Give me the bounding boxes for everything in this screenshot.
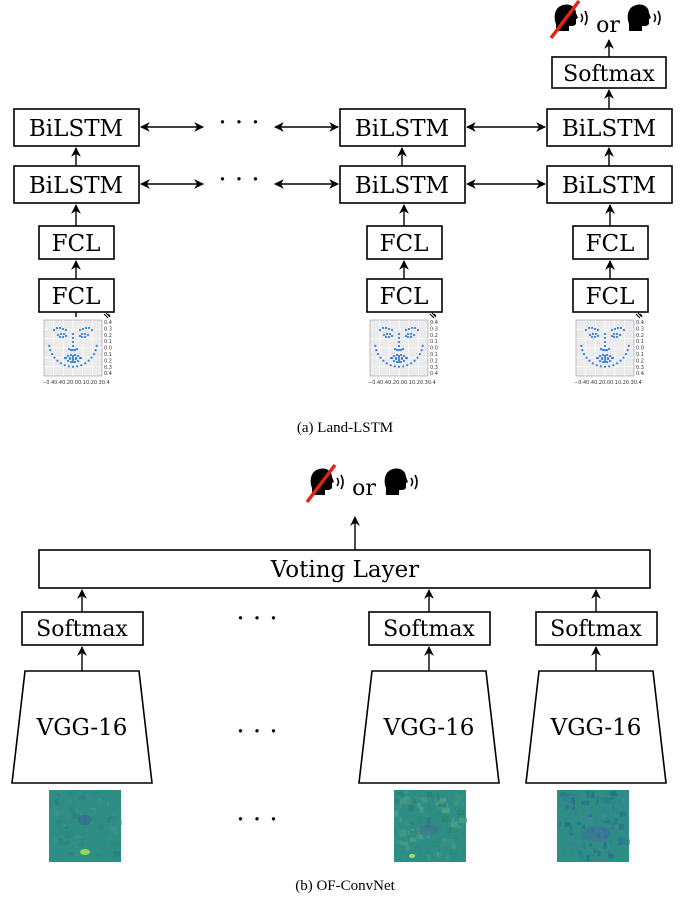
- svg-text:0.3: 0.3: [104, 365, 112, 371]
- svg-text:0.1: 0.1: [430, 352, 438, 358]
- vgg-label: VGG-16: [550, 715, 642, 741]
- silent-head-icon: [305, 463, 344, 504]
- bilstm-links: · · · · · ·: [140, 108, 546, 195]
- vgg-row: VGG-16 VGG-16 VGG-16 · · ·: [11, 670, 667, 784]
- svg-text:0.2: 0.2: [104, 358, 112, 364]
- svg-text:0.1: 0.1: [104, 352, 112, 358]
- of-softmax-label: Softmax: [36, 617, 128, 642]
- landmark-plot: 0.40.30.20.10.00.10.20.30.4−0.40.40.20.0…: [368, 312, 438, 386]
- svg-text:0.2: 0.2: [636, 333, 644, 339]
- bilstm-label: BiLSTM: [562, 173, 656, 199]
- fcl-label: FCL: [380, 231, 429, 257]
- bilstm-label: BiLSTM: [355, 173, 449, 199]
- svg-text:−0.40.40.20.00.10.20.30.4: −0.40.40.20.00.10.20.30.4: [42, 380, 110, 386]
- voting-layer-label: Voting Layer: [270, 557, 419, 583]
- of-convnet-caption: (b) OF-ConvNet: [295, 878, 395, 894]
- of-softmax-label: Softmax: [550, 617, 642, 642]
- svg-text:0.0: 0.0: [636, 346, 644, 352]
- svg-text:0.4: 0.4: [104, 320, 112, 326]
- optical-flow-image: [557, 790, 630, 862]
- svg-text:0.3: 0.3: [430, 365, 438, 371]
- silent-head-icon: [549, 0, 588, 40]
- land-ellipsis: · · ·: [218, 108, 259, 138]
- land-vertical-arrows: [71, 39, 615, 317]
- of-output-group: or: [305, 463, 418, 504]
- vgg-label: VGG-16: [36, 715, 128, 741]
- of-vertical-arrows: [77, 589, 601, 671]
- fcl-label: FCL: [586, 231, 635, 257]
- svg-text:0.4: 0.4: [430, 371, 438, 377]
- vgg-label: VGG-16: [383, 715, 475, 741]
- optical-flow-row: · · ·: [49, 790, 630, 862]
- bilstm-label: BiLSTM: [355, 116, 449, 142]
- land-lstm-diagram: or Softmax BiLSTM BiLSTM BiLSTM BiLSTM B…: [13, 0, 673, 436]
- svg-text:0.0: 0.0: [430, 346, 438, 352]
- land-output-group: or: [549, 0, 661, 40]
- fcl-label: FCL: [52, 231, 101, 257]
- svg-text:0.1: 0.1: [636, 339, 644, 345]
- fcl-label: FCL: [586, 284, 635, 310]
- of-ellipsis: · · ·: [236, 604, 277, 634]
- land-softmax-box: Softmax: [551, 56, 667, 89]
- land-output-or: or: [596, 13, 620, 38]
- bilstm-top-row: BiLSTM BiLSTM BiLSTM: [13, 108, 673, 147]
- bilstm-label: BiLSTM: [562, 116, 656, 142]
- svg-text:0.3: 0.3: [430, 326, 438, 332]
- optical-flow-image: [394, 790, 468, 862]
- fcl-upper-row: FCL FCL FCL: [38, 225, 649, 260]
- svg-text:0.4: 0.4: [430, 320, 438, 326]
- svg-text:0.1: 0.1: [636, 352, 644, 358]
- fcl-lower-row: FCL FCL FCL: [38, 278, 649, 313]
- of-output-or: or: [352, 476, 376, 501]
- svg-text:0.3: 0.3: [636, 365, 644, 371]
- svg-text:0.1: 0.1: [430, 339, 438, 345]
- svg-text:0.3: 0.3: [104, 326, 112, 332]
- svg-text:0.2: 0.2: [636, 358, 644, 364]
- of-convnet-diagram: or Voting Layer Softmax Softmax Softmax …: [11, 463, 667, 894]
- svg-text:−0.40.40.20.00.10.20.30.4: −0.40.40.20.00.10.20.30.4: [368, 380, 436, 386]
- of-ellipsis: · · ·: [236, 805, 277, 835]
- optical-flow-image: [49, 790, 122, 862]
- landmark-plot: 0.40.30.20.10.00.10.20.30.4−0.40.40.20.0…: [574, 312, 644, 386]
- land-lstm-caption: (a) Land-LSTM: [297, 420, 393, 436]
- fcl-label: FCL: [52, 284, 101, 310]
- svg-text:0.2: 0.2: [104, 333, 112, 339]
- svg-text:0.4: 0.4: [636, 320, 644, 326]
- voting-layer-box: Voting Layer: [38, 549, 651, 589]
- land-ellipsis: · · ·: [218, 165, 259, 195]
- svg-text:0.1: 0.1: [104, 339, 112, 345]
- svg-text:0.2: 0.2: [430, 333, 438, 339]
- svg-text:0.4: 0.4: [636, 371, 644, 377]
- speaking-head-icon: [627, 4, 661, 32]
- svg-text:0.0: 0.0: [104, 346, 112, 352]
- fcl-label: FCL: [380, 284, 429, 310]
- land-softmax-label: Softmax: [563, 62, 655, 87]
- svg-text:0.4: 0.4: [104, 371, 112, 377]
- svg-text:−0.40.40.20.00.10.20.30.4: −0.40.40.20.00.10.20.30.4: [574, 380, 642, 386]
- svg-text:0.2: 0.2: [430, 358, 438, 364]
- landmark-plot: 0.40.30.20.10.00.10.20.30.4−0.40.40.20.0…: [42, 312, 112, 386]
- of-softmax-label: Softmax: [383, 617, 475, 642]
- speaking-head-icon: [384, 468, 418, 495]
- bilstm-bottom-row: BiLSTM BiLSTM BiLSTM: [13, 165, 673, 204]
- of-softmax-row: Softmax Softmax Softmax · · ·: [21, 604, 658, 646]
- svg-text:0.3: 0.3: [636, 326, 644, 332]
- bilstm-label: BiLSTM: [29, 173, 123, 199]
- bilstm-label: BiLSTM: [29, 116, 123, 142]
- of-ellipsis: · · ·: [236, 717, 277, 747]
